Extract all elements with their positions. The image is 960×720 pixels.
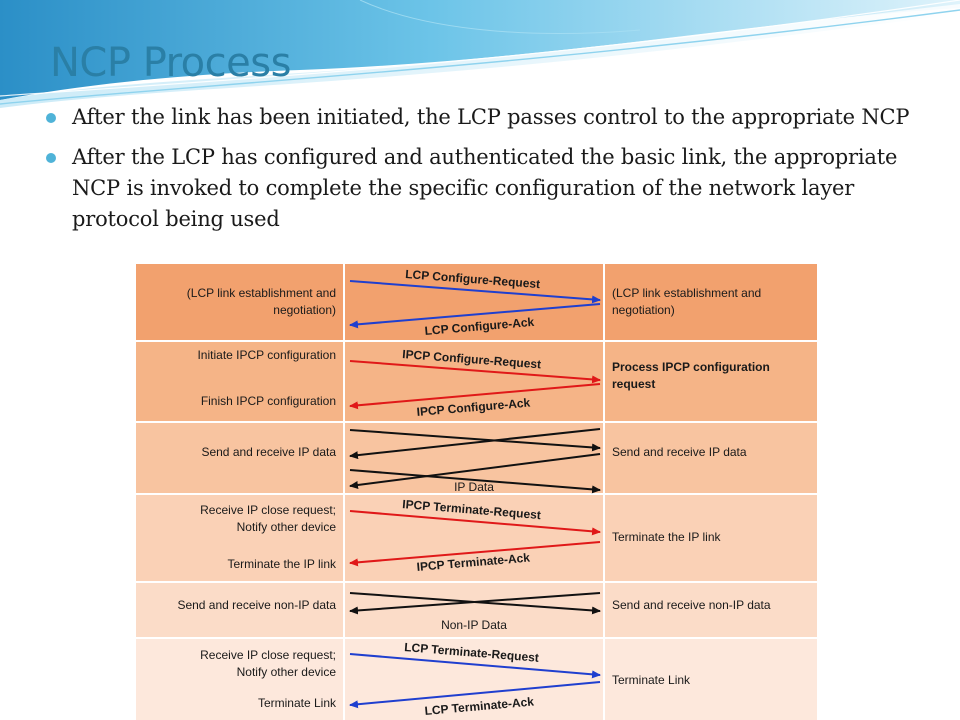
non-ip-data-arrow <box>349 592 601 615</box>
left-label: Receive IP close request; <box>200 503 336 517</box>
ncp-sequence-diagram: (LCP link establishment and negotiation)… <box>136 264 817 720</box>
right-label: Process IPCP configuration <box>612 360 770 374</box>
lcp-terminate-ack-arrow <box>349 681 601 709</box>
band-ipcp-configuration <box>136 341 817 422</box>
right-label: Terminate Link <box>612 673 691 687</box>
bullet-dot-icon <box>46 113 56 123</box>
right-label: Terminate the IP link <box>612 530 721 544</box>
band-ip-data <box>136 422 817 494</box>
band-non-ip-data <box>136 582 817 638</box>
right-label: negotiation) <box>612 303 675 317</box>
band-ipcp-termination <box>136 494 817 582</box>
left-label: Notify other device <box>237 665 337 679</box>
ip-data-arrow <box>349 429 601 452</box>
left-label: Terminate Link <box>258 696 337 710</box>
band-separators <box>136 340 817 639</box>
ipcp-terminate-request-arrow <box>349 510 601 536</box>
message-label: Non-IP Data <box>441 618 507 632</box>
left-label: Initiate IPCP configuration <box>197 348 336 362</box>
right-label: (LCP link establishment and <box>612 286 761 300</box>
lcp-configure-request-arrow <box>349 280 601 304</box>
left-label: Notify other device <box>237 520 337 534</box>
band-lcp-establishment <box>136 264 817 341</box>
lcp-configure-ack-arrow <box>349 303 601 329</box>
left-label: Terminate the IP link <box>228 557 337 571</box>
right-label: request <box>612 377 655 391</box>
column-separators <box>343 264 605 720</box>
ipcp-configure-ack-arrow <box>349 383 601 410</box>
left-label: negotiation) <box>273 303 336 317</box>
left-label: Finish IPCP configuration <box>201 394 336 408</box>
slide-title: NCP Process <box>50 40 291 86</box>
ipcp-terminate-ack-arrow <box>349 541 601 567</box>
message-label: IP Data <box>454 480 494 494</box>
band-lcp-termination <box>136 638 817 720</box>
left-label: (LCP link establishment and <box>187 286 336 300</box>
right-label: Send and receive IP data <box>612 445 747 459</box>
left-label: Receive IP close request; <box>200 648 336 662</box>
ipcp-configure-request-arrow <box>349 360 601 384</box>
bullet-item: After the link has been initiated, the L… <box>46 102 936 133</box>
ip-data-arrow <box>349 469 601 494</box>
right-label: Send and receive non-IP data <box>612 598 771 612</box>
lcp-terminate-request-arrow <box>349 653 601 679</box>
header-swoosh-decoration <box>0 0 960 108</box>
bullet-list: After the link has been initiated, the L… <box>46 102 936 244</box>
bullet-dot-icon <box>46 153 56 163</box>
ip-data-arrow <box>349 453 601 489</box>
left-label: Send and receive IP data <box>201 445 336 459</box>
bullet-item: After the LCP has configured and authent… <box>46 142 936 235</box>
left-label: Send and receive non-IP data <box>177 598 336 612</box>
ip-data-arrow <box>349 428 601 460</box>
